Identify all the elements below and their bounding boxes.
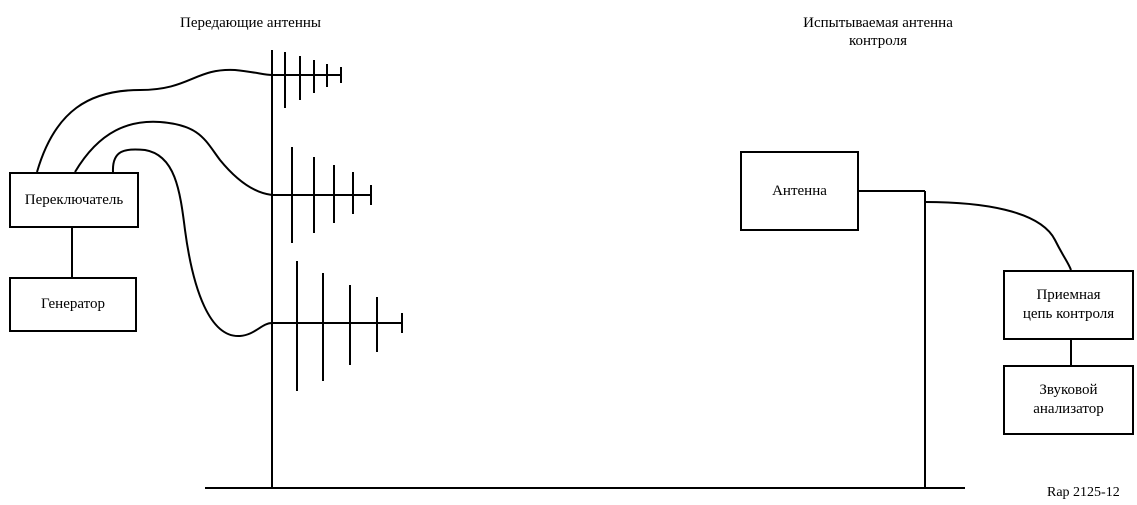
analyzer-label: Звуковой анализатор — [1033, 382, 1104, 417]
transmit-antennas-title: Передающие антенны — [180, 15, 321, 31]
cable-to-bottom-antenna — [111, 148, 273, 338]
analyzer-box: Звуковой анализатор — [1003, 365, 1134, 435]
test-antenna-title: Испытываемая антенна контроля — [803, 15, 953, 49]
cable-to-receiver — [924, 201, 1072, 271]
switch-box: Переключатель — [9, 172, 139, 228]
generator-box: Генератор — [9, 277, 137, 332]
antenna-label: Антенна — [772, 182, 827, 199]
antenna-box: Антенна — [740, 151, 859, 231]
figure-reference: Rap 2125-12 — [1047, 485, 1120, 500]
cable-to-middle-antenna — [74, 120, 273, 196]
cable-to-top-antenna — [36, 68, 273, 173]
transmit-antenna-middle — [272, 147, 372, 243]
transmit-antenna-top — [272, 52, 342, 108]
receiver-box: Приемная цепь контроля — [1003, 270, 1134, 340]
transmit-antenna-bottom — [272, 261, 403, 391]
receiver-label: Приемная цепь контроля — [1022, 287, 1115, 322]
switch-label: Переключатель — [24, 191, 124, 208]
generator-label: Генератор — [41, 296, 105, 312]
